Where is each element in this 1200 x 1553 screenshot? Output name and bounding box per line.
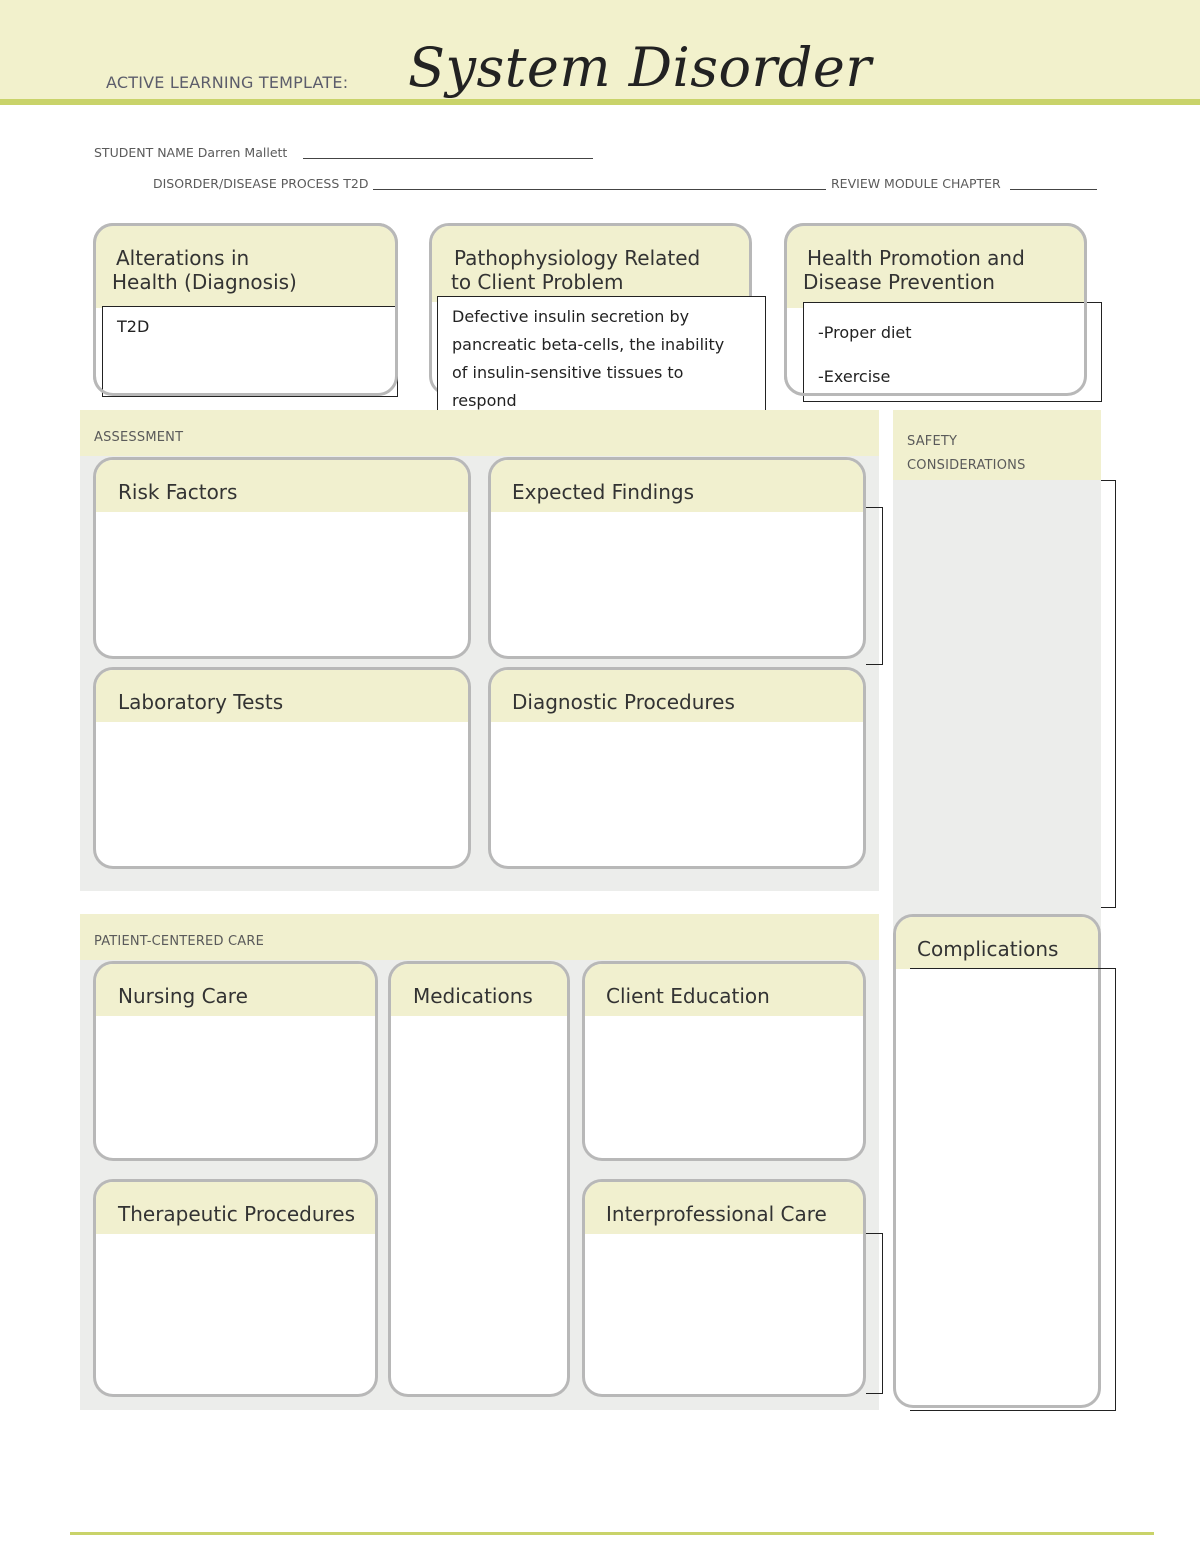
risk-factors-box[interactable]: Risk Factors [93,457,471,659]
alterations-title-line1: Alterations in [116,246,250,270]
assessment-header: ASSESSMENT [80,410,879,456]
header-rule [0,99,1200,105]
student-name-line [303,158,593,159]
pathophysiology-field[interactable]: Defective insulin secretion by pancreati… [437,296,766,410]
assessment-title: ASSESSMENT [94,430,184,445]
complications-box[interactable]: Complications [893,914,1101,1408]
review-module-line[interactable] [1010,189,1097,190]
interprofessional-care-title: Interprofessional Care [606,1202,827,1226]
safety-bracket [1101,480,1116,908]
client-education-title: Client Education [606,984,770,1008]
expected-findings-box[interactable]: Expected Findings [488,457,866,659]
diagnostic-procedures-box[interactable]: Diagnostic Procedures [488,667,866,869]
nursing-care-box[interactable]: Nursing Care [93,961,378,1161]
risk-factors-title: Risk Factors [118,480,238,504]
footer-rule [70,1532,1154,1535]
student-name-value: Darren Mallett [197,145,288,160]
interprofessional-care-bracket [866,1233,883,1394]
disorder-value: T2D [343,176,369,191]
health-promotion-title-line2: Disease Prevention [803,270,995,294]
complications-title: Complications [917,937,1059,961]
disorder-label: DISORDER/DISEASE PROCESS [153,176,340,191]
therapeutic-procedures-title: Therapeutic Procedures [118,1202,356,1226]
pathophysiology-title-line2: to Client Problem [451,270,624,294]
student-name-label: STUDENT NAME [94,145,194,160]
expected-findings-bracket [866,507,883,665]
alterations-field[interactable]: T2D [102,306,398,397]
diagnostic-procedures-title: Diagnostic Procedures [512,690,735,714]
pathophysiology-line-1: Defective insulin secretion by [452,307,690,326]
alterations-title-line2: Health (Diagnosis) [112,270,297,294]
client-education-box[interactable]: Client Education [582,961,866,1161]
safety-section[interactable] [893,410,1101,930]
health-promotion-title-line1: Health Promotion and [807,246,1025,270]
laboratory-tests-title: Laboratory Tests [118,690,284,714]
pathophysiology-line-3: of insulin-sensitive tissues to [452,363,684,382]
disorder-line [373,189,826,190]
interprofessional-care-box[interactable]: Interprofessional Care [582,1179,866,1397]
health-promotion-field[interactable]: -Proper diet -Exercise [803,302,1102,402]
expected-findings-title: Expected Findings [512,480,694,504]
health-promotion-line-2: -Exercise [818,367,891,386]
alterations-content: T2D [117,317,150,336]
complications-bracket [910,968,1116,1411]
health-promotion-line-1: -Proper diet [818,323,912,342]
medications-box[interactable]: Medications [388,961,570,1397]
laboratory-tests-box[interactable]: Laboratory Tests [93,667,471,869]
safety-header: SAFETY CONSIDERATIONS [893,410,1101,480]
nursing-care-title: Nursing Care [118,984,248,1008]
safety-title-line1: SAFETY [907,434,958,449]
patient-care-title: PATIENT-CENTERED CARE [94,934,265,949]
template-label: ACTIVE LEARNING TEMPLATE: [106,73,349,92]
student-name-field[interactable]: STUDENT NAME Darren Mallett [94,145,287,160]
pathophysiology-line-2: pancreatic beta-cells, the inability [452,335,725,354]
disorder-field[interactable]: DISORDER/DISEASE PROCESS T2D [153,176,368,191]
pathophysiology-line-4: respond [452,391,517,410]
patient-care-header: PATIENT-CENTERED CARE [80,914,879,960]
header-band [0,0,1200,101]
safety-title-line2: CONSIDERATIONS [907,458,1026,473]
pathophysiology-title-line1: Pathophysiology Related [454,246,701,270]
template-title: System Disorder [408,36,872,99]
review-module-label: REVIEW MODULE CHAPTER [831,176,1001,191]
therapeutic-procedures-box[interactable]: Therapeutic Procedures [93,1179,378,1397]
medications-title: Medications [413,984,533,1008]
